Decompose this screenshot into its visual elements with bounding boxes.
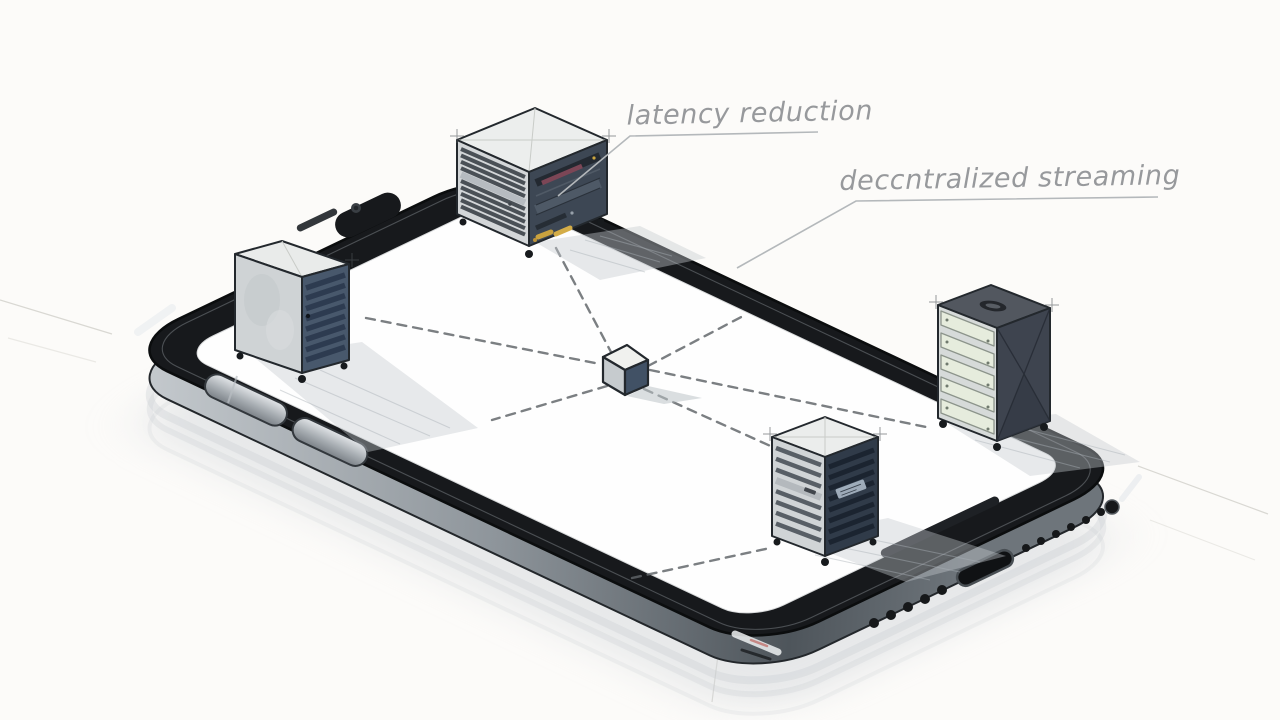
front-panel-details bbox=[533, 152, 602, 242]
vent-slats-right-face bbox=[305, 272, 346, 363]
charging-port bbox=[955, 548, 1015, 588]
label-streaming: deccntralized streaming bbox=[839, 160, 1181, 197]
link-hub-sw-ray bbox=[490, 384, 609, 422]
home-indicator-bar bbox=[880, 496, 1000, 558]
crease-lines bbox=[996, 307, 1051, 442]
casters bbox=[236, 352, 348, 383]
casters bbox=[773, 538, 877, 566]
vent-slats-left-face bbox=[775, 445, 822, 543]
speaker-holes-left bbox=[869, 585, 947, 628]
chrome-glints bbox=[134, 304, 1142, 661]
rack-label bbox=[835, 479, 867, 499]
label-latency: latency reduction bbox=[626, 95, 873, 131]
server-rack-left bbox=[234, 240, 478, 452]
drive-tray-panels bbox=[940, 310, 995, 435]
tray-dots bbox=[945, 318, 990, 431]
shadow-top-server bbox=[535, 226, 706, 280]
casters bbox=[459, 218, 605, 258]
volume-button-lower bbox=[291, 417, 369, 467]
antenna-seam bbox=[227, 375, 238, 404]
leader-line-latency bbox=[557, 131, 819, 197]
link-hub-ne-ray bbox=[646, 313, 747, 368]
vent-slats-left-face bbox=[460, 147, 526, 237]
server-rack-top bbox=[456, 107, 706, 280]
camera-notch bbox=[296, 192, 401, 238]
screw-hole bbox=[1104, 499, 1120, 515]
server-rack-bottom bbox=[771, 416, 1006, 582]
bottom-edge-details bbox=[869, 499, 1120, 628]
volume-button-upper bbox=[204, 373, 288, 427]
server-rack-right bbox=[937, 284, 1140, 476]
shadow-cube bbox=[627, 386, 702, 404]
hub-cube bbox=[601, 343, 702, 404]
earpiece-slit bbox=[296, 208, 338, 232]
link-left-to-hub bbox=[364, 316, 602, 366]
amber-button bbox=[535, 229, 554, 240]
status-bar-maroon bbox=[541, 163, 583, 186]
keyhole-dot bbox=[305, 313, 311, 319]
link-top-to-hub bbox=[554, 246, 613, 354]
drive-tray bbox=[459, 171, 527, 206]
link-bottom-sw-ray bbox=[630, 546, 772, 580]
drive-tray bbox=[774, 477, 823, 501]
annotation-latency: latency reduction bbox=[557, 95, 873, 197]
speaker-holes-right bbox=[1022, 508, 1105, 552]
annotation-streaming: deccntralized streaming bbox=[736, 160, 1181, 269]
volume-buttons bbox=[204, 373, 369, 467]
casters bbox=[939, 420, 1048, 451]
leader-line-streaming bbox=[736, 196, 1159, 269]
sparkle-marks bbox=[345, 129, 1059, 441]
amber-button bbox=[553, 225, 573, 237]
link-hub-to-right bbox=[648, 368, 928, 429]
